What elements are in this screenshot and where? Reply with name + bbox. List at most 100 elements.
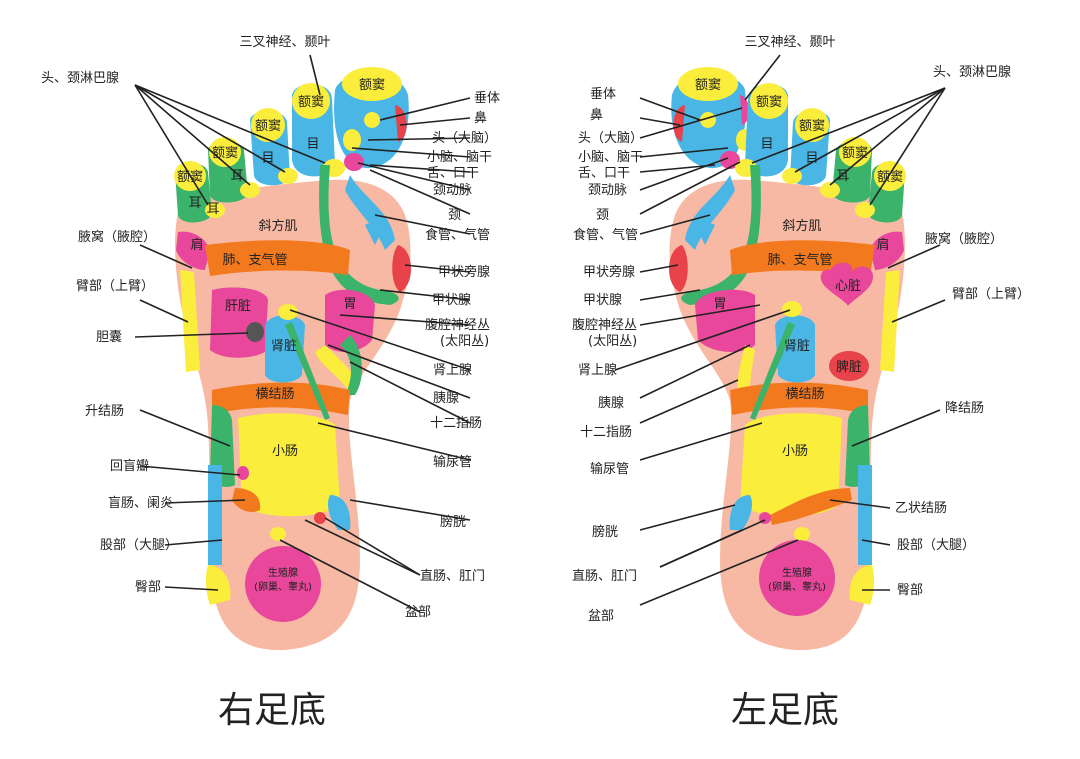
- left-small-intestine-label: 小肠: [782, 444, 808, 459]
- right-cerebellum-label: 小脑、脑干: [427, 150, 492, 165]
- left-shoulder-label: 肩: [876, 237, 889, 253]
- right-tongue-label: 舌、口干: [427, 166, 479, 181]
- right-solar-label: 腹腔神经丛: [425, 317, 490, 333]
- right-eye-label-2: 目: [261, 151, 274, 166]
- left-duodenum-label: 十二指肠: [580, 425, 632, 440]
- left-upper-arm-label: 臂部（上臂）: [952, 287, 1030, 302]
- left-lymph-label: 头、颈淋巴腺: [933, 65, 1011, 80]
- left-callout-labels: 三叉神经、颞叶 头、颈淋巴腺 垂体 鼻 头（大脑） 小脑、脑干 舌、口干 颈动脉…: [572, 35, 1030, 624]
- left-lung-label: 肺、支气管: [767, 252, 832, 268]
- right-toe4-sinus-label: 额窦: [212, 146, 238, 161]
- left-gonad-label: 生殖腺: [782, 566, 812, 579]
- right-duodenum-label: 十二指肠: [430, 416, 482, 431]
- left-head-label: 头（大脑）: [578, 131, 643, 146]
- right-bladder-label: 膀胱: [440, 514, 466, 530]
- left-descending-colon-label: 降结肠: [945, 401, 984, 416]
- left-solar-sub-label: (太阳丛): [588, 334, 637, 349]
- right-ileocecal-label: 回盲瓣: [110, 458, 149, 474]
- right-toe5-sinus-label: 额窦: [177, 170, 203, 185]
- right-head-label: 头（大脑）: [432, 131, 497, 146]
- right-parathyroid-label: 甲状旁腺: [438, 264, 490, 280]
- right-ear-label-3: 耳: [206, 202, 219, 217]
- left-pituitary-label: 垂体: [590, 87, 616, 102]
- left-foot-caption: 左足底: [731, 690, 839, 731]
- right-toe1-sinus-label: 额窦: [359, 78, 385, 93]
- right-nose-label: 鼻: [474, 110, 487, 126]
- left-cerebellum-label: 小脑、脑干: [578, 150, 643, 165]
- right-appendix-label: 盲肠、阑炎: [108, 495, 173, 511]
- right-zone-labels: 额窦 额窦 额窦 额窦 额窦 目 目 耳 耳 耳 肩 斜方肌 肺、支气管 肝脏 …: [177, 78, 385, 593]
- left-heart-label: 心脏: [835, 279, 861, 294]
- left-carotid-label: 颈动脉: [588, 183, 627, 198]
- right-neck-label: 颈: [448, 208, 461, 223]
- left-pelvis-label: 盆部: [588, 609, 614, 624]
- left-solar-label: 腹腔神经丛: [572, 317, 637, 333]
- right-solar-sub-label: (太阳丛): [440, 334, 489, 349]
- leader-lines: [134, 54, 946, 613]
- right-rectum-label: 直肠、肛门: [420, 569, 485, 584]
- right-stomach-label: 胃: [343, 297, 356, 312]
- right-thigh-label: 股部（大腿）: [100, 538, 178, 553]
- left-rectum-label: 直肠、肛门: [572, 569, 637, 584]
- left-stomach-label: 胃: [713, 297, 726, 312]
- left-esophagus-label: 食管、气管: [573, 227, 638, 243]
- right-ureter-label: 输尿管: [433, 454, 472, 470]
- left-toe3-sinus-label: 额窦: [799, 119, 825, 134]
- right-esophagus-label: 食管、气管: [425, 227, 490, 243]
- right-hip-label: 臀部: [135, 580, 161, 595]
- right-carotid-label: 颈动脉: [433, 183, 472, 198]
- left-ear-label-1: 耳: [836, 169, 849, 184]
- left-trapezius-label: 斜方肌: [782, 218, 821, 234]
- left-foot: [668, 67, 906, 651]
- right-eye-label-1: 目: [306, 137, 319, 152]
- right-gonad-sub-label: (卵巢、睾丸): [254, 580, 312, 593]
- right-pancreas-label: 胰腺: [433, 391, 459, 406]
- right-toe2-sinus-label: 额窦: [298, 95, 324, 110]
- right-callout-labels: 三叉神经、颞叶 头、颈淋巴腺 垂体 鼻 头（大脑） 小脑、脑干 舌、口干 颈动脉…: [41, 35, 500, 620]
- right-foot-caption: 右足底: [218, 690, 326, 731]
- left-toe5-sinus-label: 额窦: [877, 170, 903, 185]
- left-eye-label-2: 目: [805, 151, 818, 166]
- right-toe3-sinus-label: 额窦: [255, 119, 281, 134]
- left-thigh-label: 股部（大腿）: [897, 538, 975, 553]
- right-pituitary-label: 垂体: [474, 91, 500, 106]
- left-trigeminal-label: 三叉神经、颞叶: [744, 35, 835, 50]
- left-adrenal-label: 肾上腺: [578, 363, 617, 378]
- right-armpit-label: 腋窝（腋腔）: [78, 229, 156, 245]
- right-trigeminal-label: 三叉神经、颞叶: [239, 35, 330, 50]
- left-thyroid-label: 甲状腺: [583, 293, 622, 308]
- right-gonad-label: 生殖腺: [268, 566, 298, 579]
- left-nose-label: 鼻: [590, 107, 603, 123]
- left-zone-labels: 额窦 额窦 额窦 额窦 额窦 目 目 耳 肩 斜方肌 肺、支气管 心脏 胃 肾脏…: [695, 78, 903, 593]
- left-armpit-label: 腋窝（腋腔）: [925, 231, 1003, 247]
- right-adrenal-label: 肾上腺: [433, 363, 472, 378]
- right-gallbladder-label: 胆囊: [96, 329, 122, 345]
- left-toe2-sinus-label: 额窦: [756, 95, 782, 110]
- left-toes: [671, 67, 906, 223]
- right-thyroid-label: 甲状腺: [432, 293, 471, 308]
- right-ear-label-1: 耳: [230, 169, 243, 184]
- right-shoulder-label: 肩: [190, 237, 203, 253]
- right-small-intestine-label: 小肠: [272, 444, 298, 459]
- left-spleen-label: 脾脏: [836, 360, 862, 375]
- right-lymph-label: 头、颈淋巴腺: [41, 71, 119, 86]
- left-bladder-label: 膀胱: [592, 524, 618, 540]
- left-toe4-sinus-label: 额窦: [842, 146, 868, 161]
- right-pelvis-label: 盆部: [405, 605, 431, 620]
- left-kidney-label: 肾脏: [784, 339, 810, 354]
- left-gonad-sub-label: (卵巢、睾丸): [768, 580, 826, 593]
- left-neck-label: 颈: [596, 208, 609, 223]
- right-foot: [174, 67, 412, 651]
- right-kidney-label: 肾脏: [271, 339, 297, 354]
- right-trapezius-label: 斜方肌: [258, 218, 297, 234]
- right-lung-label: 肺、支气管: [222, 252, 287, 268]
- left-sigmoid-label: 乙状结肠: [895, 501, 947, 516]
- right-ear-label-2: 耳: [188, 196, 201, 211]
- left-tongue-label: 舌、口干: [578, 166, 630, 181]
- left-ureter-label: 输尿管: [590, 461, 629, 477]
- right-transverse-colon-label: 横结肠: [255, 387, 294, 402]
- right-ascending-colon-label: 升结肠: [85, 404, 124, 419]
- left-eye-label-1: 目: [760, 137, 773, 152]
